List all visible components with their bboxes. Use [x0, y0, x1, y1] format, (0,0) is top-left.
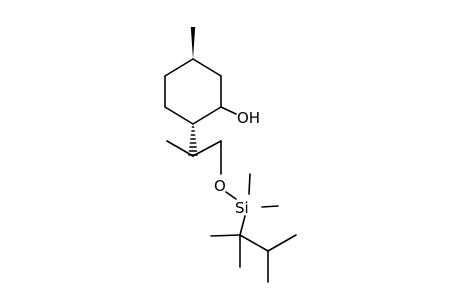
ring-bond-c1-c2 — [192, 106, 222, 125]
ring-bond-c2-c3 — [164, 106, 194, 125]
silicon-label: Si — [235, 199, 249, 217]
ether-oxygen-label: O — [214, 177, 226, 195]
methyl-wedge-bond — [190, 27, 196, 59]
ring-bond-c5-c6 — [192, 58, 222, 77]
bond-cq-methyl-left — [210, 234, 241, 237]
bond-ch-methyl-up — [267, 234, 297, 252]
hashed-wedge-bond — [188, 126, 198, 156]
bond-ch-ch2 — [192, 140, 222, 157]
bond-ch-methyl — [166, 140, 194, 157]
bond-o-si — [225, 191, 237, 200]
bond-c1-oh — [220, 106, 237, 115]
bond-si-cq — [239, 215, 246, 236]
ring-bond-c4-c5 — [164, 58, 194, 77]
hydroxyl-label: OH — [237, 109, 260, 127]
bond-cq-ch — [239, 234, 269, 252]
bond-si-methyl-up — [248, 173, 251, 195]
bond-si-methyl-right — [261, 205, 279, 208]
